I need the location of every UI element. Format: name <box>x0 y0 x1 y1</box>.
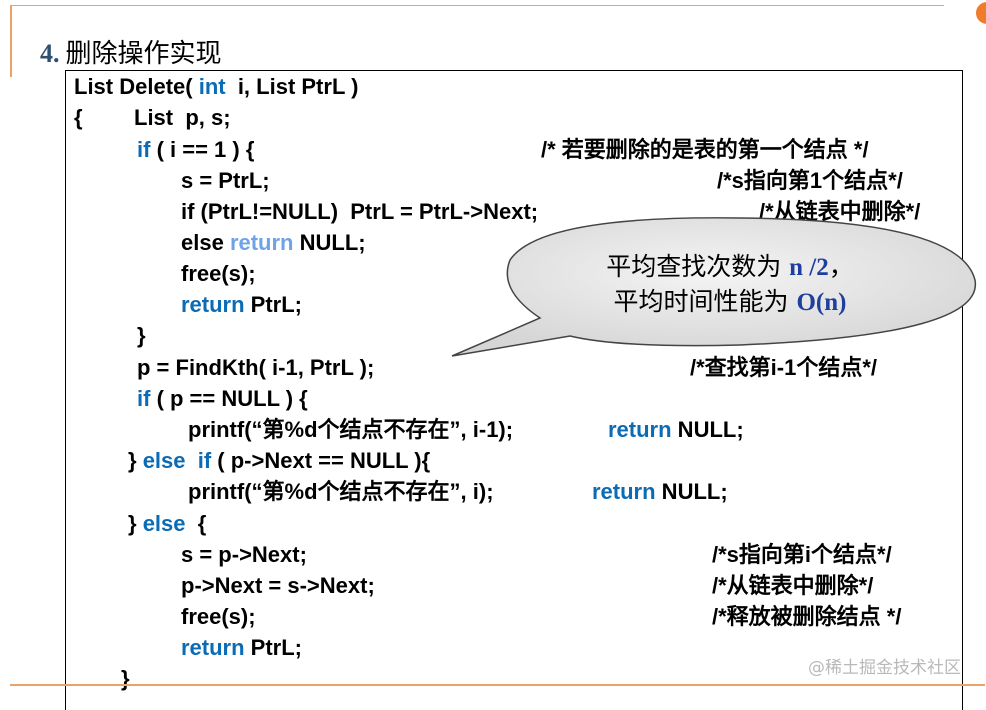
callout-text: 平均查找次数为 n /2， 平均时间性能为 O(n) <box>520 250 940 320</box>
section-number: 4. <box>40 39 60 68</box>
comment-free-node: /*释放被删除结点 */ <box>712 604 902 629</box>
top-rule <box>10 5 944 6</box>
comment-remove-2: /*从链表中删除*/ <box>712 573 874 598</box>
section-heading: 4. 删除操作实现 <box>40 33 222 70</box>
callout-line-2: 平均时间性能为 O(n) <box>613 287 847 316</box>
code-line-20: } <box>121 666 130 691</box>
left-rule <box>10 5 12 77</box>
code-line-10: p = FindKth( i-1, PtrL ); <box>137 355 375 380</box>
callout-line-1: 平均查找次数为 n /2， <box>606 252 854 281</box>
comment-first-node: /* 若要删除的是表的第一个结点 */ <box>541 137 869 162</box>
code-line-17: p->Next = s->Next; <box>181 573 375 598</box>
code-line-12-return: return NULL; <box>608 417 744 442</box>
code-line-11: if ( p == NULL ) { <box>137 386 308 411</box>
code-line-3: if ( i == 1 ) { <box>137 137 255 162</box>
code-line-8: return PtrL; <box>181 292 303 317</box>
code-line-13: } else if ( p->Next == NULL ){ <box>128 448 431 473</box>
callout-bubble <box>451 217 977 357</box>
comment-s-ith: /*s指向第i个结点*/ <box>712 542 892 567</box>
code-line-12: printf(“第%d个结点不存在”, i-1); <box>188 417 514 442</box>
code-line-14-return: return NULL; <box>592 479 728 504</box>
code-line-1: List Delete( int i, List PtrL ) <box>74 74 359 99</box>
code-line-5: if (PtrL!=NULL) PtrL = PtrL->Next; <box>181 199 539 224</box>
code-line-2b: List p, s; <box>134 105 231 130</box>
code-line-14: printf(“第%d个结点不存在”, i); <box>188 479 494 504</box>
corner-dot <box>976 2 986 24</box>
section-title: 删除操作实现 <box>65 39 222 68</box>
bottom-rule <box>10 684 985 686</box>
code-line-6: else return NULL; <box>181 230 366 255</box>
code-line-18: free(s); <box>181 604 256 629</box>
comment-find-kth: /*查找第i-1个结点*/ <box>690 355 878 380</box>
code-box <box>65 70 963 710</box>
code-line-15: } else { <box>128 511 207 536</box>
code-line-4: s = PtrL; <box>181 168 270 193</box>
code-line-9: } <box>137 323 146 348</box>
code-line-2: { <box>74 105 83 130</box>
watermark: @稀土掘金技术社区 <box>808 658 961 678</box>
code-line-19: return PtrL; <box>181 635 303 660</box>
code-line-16: s = p->Next; <box>181 542 307 567</box>
comment-s-first: /*s指向第1个结点*/ <box>717 168 903 193</box>
code-line-7: free(s); <box>181 261 256 286</box>
